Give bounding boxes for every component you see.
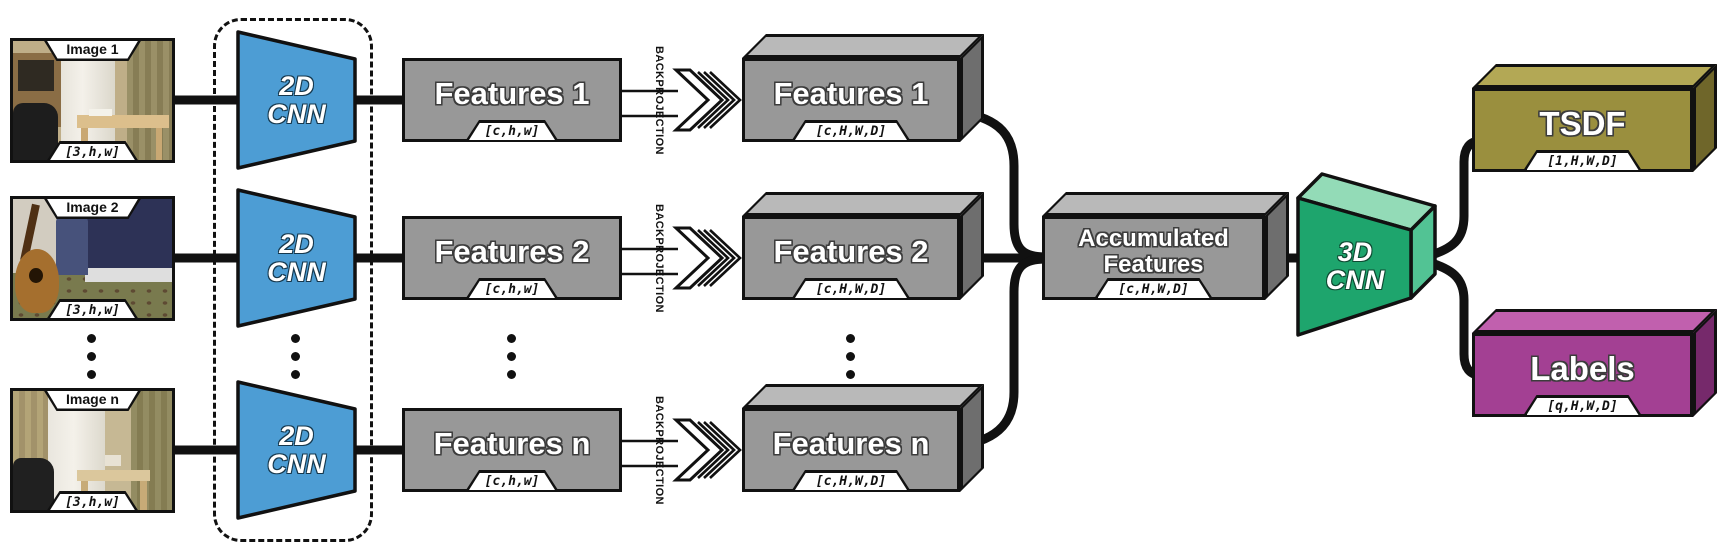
- features2d-n-label: Features n: [433, 425, 591, 461]
- box-top-face: [1472, 64, 1717, 88]
- image-1-label: Image 1: [66, 41, 119, 58]
- shared-weights-group: [213, 18, 373, 542]
- shared-weights-label: SHARED WEIGHTS: [794, 0, 938, 3]
- features3d-2-box: Features 2 [c,H,W,D]: [742, 192, 984, 300]
- photo-curtain-right: [127, 41, 172, 160]
- backprojection-label-2: BACKPROJECTION: [653, 203, 665, 313]
- features3d-n-box: Features n [c,H,W,D]: [742, 384, 984, 492]
- ellipsis-features3d: [846, 334, 855, 379]
- features3d-n-dims: [c,H,W,D]: [815, 473, 887, 489]
- accumulated-features-label: Accumulated Features: [1078, 225, 1229, 278]
- features3d-2-dims: [c,H,W,D]: [815, 281, 887, 297]
- tsdf-label: TSDF: [1539, 104, 1626, 142]
- photo-desk: [76, 469, 150, 482]
- cnn2d-shape-2: [236, 188, 357, 328]
- cnn2d-shape-1: [236, 30, 357, 170]
- photo-chair: [13, 457, 55, 510]
- box-top-face: [742, 384, 984, 408]
- labels-dims: [q,H,W,D]: [1547, 398, 1618, 414]
- ellipsis-features2d: [507, 334, 516, 379]
- backprojection-arrow-3: [674, 418, 742, 482]
- tsdf-dims: [1,H,W,D]: [1547, 153, 1618, 169]
- features2d-2-label: Features 2: [434, 233, 590, 269]
- features2d-n-box: Features n [c,h,w]: [402, 408, 622, 492]
- backprojection-arrow-1: [674, 68, 742, 132]
- features3d-1-box: Features 1 [c,H,W,D]: [742, 34, 984, 142]
- box-top-face: [742, 34, 984, 58]
- tsdf-output-box: TSDF [1,H,W,D]: [1472, 64, 1717, 172]
- image-1-tab: Image 1: [44, 40, 142, 61]
- ellipsis-images: [87, 334, 96, 379]
- input-photo-1: Image 1 [3,h,w]: [10, 38, 175, 163]
- labels-output-box: Labels [q,H,W,D]: [1472, 309, 1717, 417]
- input-photo-2: Image 2 [3,h,w]: [10, 196, 175, 321]
- accumulated-features-box: Accumulated Features [c,H,W,D]: [1042, 192, 1289, 300]
- branch-to-labels: [1423, 257, 1485, 380]
- box-top-face: [1472, 309, 1717, 333]
- image-1-dims: [3,h,w]: [65, 144, 120, 160]
- image-n-label: Image n: [66, 391, 119, 408]
- features2d-2-dims: [c,h,w]: [484, 281, 540, 297]
- box-front-face: Labels [q,H,W,D]: [1472, 333, 1693, 417]
- image-n-dims-tab: [3,h,w]: [47, 491, 139, 511]
- features3d-1-label: Features 1: [773, 75, 929, 111]
- box-top-face: [742, 192, 984, 216]
- cnn3d-front-face: [1296, 196, 1413, 337]
- cnn2d-shape-3: [236, 380, 357, 520]
- image-2-tab: Image 2: [44, 198, 142, 219]
- backprojection-label-3: BACKPROJECTION: [653, 395, 665, 505]
- box-front-face: Features n [c,H,W,D]: [742, 408, 960, 492]
- photo-desk: [76, 114, 169, 128]
- image-2-label: Image 2: [66, 199, 119, 216]
- features3d-1-dims: [c,H,W,D]: [815, 123, 887, 139]
- features2d-1-dims: [c,h,w]: [484, 123, 540, 139]
- cnn3d-shape: [1296, 172, 1437, 337]
- labels-label: Labels: [1530, 349, 1635, 387]
- features3d-2-label: Features 2: [773, 233, 929, 269]
- image-n-dims: [3,h,w]: [65, 494, 120, 510]
- image-2-dims-tab: [3,h,w]: [47, 299, 139, 319]
- photo-shelf: [17, 60, 55, 91]
- photo-bed-base: [84, 268, 172, 283]
- photo-paper: [89, 108, 112, 116]
- backprojection-wires: [622, 89, 678, 468]
- features2d-2-box: Features 2 [c,h,w]: [402, 216, 622, 300]
- image-n-tab: Image n: [44, 390, 142, 411]
- box-front-face: Features 2 [c,H,W,D]: [742, 216, 960, 300]
- accumulated-features-dims: [c,H,W,D]: [1118, 281, 1189, 297]
- photo-hamper: [55, 215, 88, 276]
- box-front-face: Features 1 [c,H,W,D]: [742, 58, 960, 142]
- backprojection-arrow-2: [674, 226, 742, 290]
- features2d-n-dims: [c,h,w]: [484, 473, 540, 489]
- features3d-n-label: Features n: [772, 425, 930, 461]
- image-1-dims-tab: [3,h,w]: [47, 141, 139, 161]
- features2d-1-label: Features 1: [434, 75, 590, 111]
- photo-chair: [13, 102, 58, 160]
- features2d-1-box: Features 1 [c,h,w]: [402, 58, 622, 142]
- input-photo-n: Image n [3,h,w]: [10, 388, 175, 513]
- backprojection-label-1: BACKPROJECTION: [653, 45, 665, 155]
- image-2-dims: [3,h,w]: [65, 302, 120, 318]
- branch-to-tsdf: [1423, 136, 1485, 261]
- box-front-face: Accumulated Features [c,H,W,D]: [1042, 216, 1265, 300]
- box-top-face: [1042, 192, 1289, 216]
- merge-wire-3: [953, 254, 1051, 451]
- box-front-face: TSDF [1,H,W,D]: [1472, 88, 1693, 172]
- ellipsis-cnn2d: [291, 334, 300, 379]
